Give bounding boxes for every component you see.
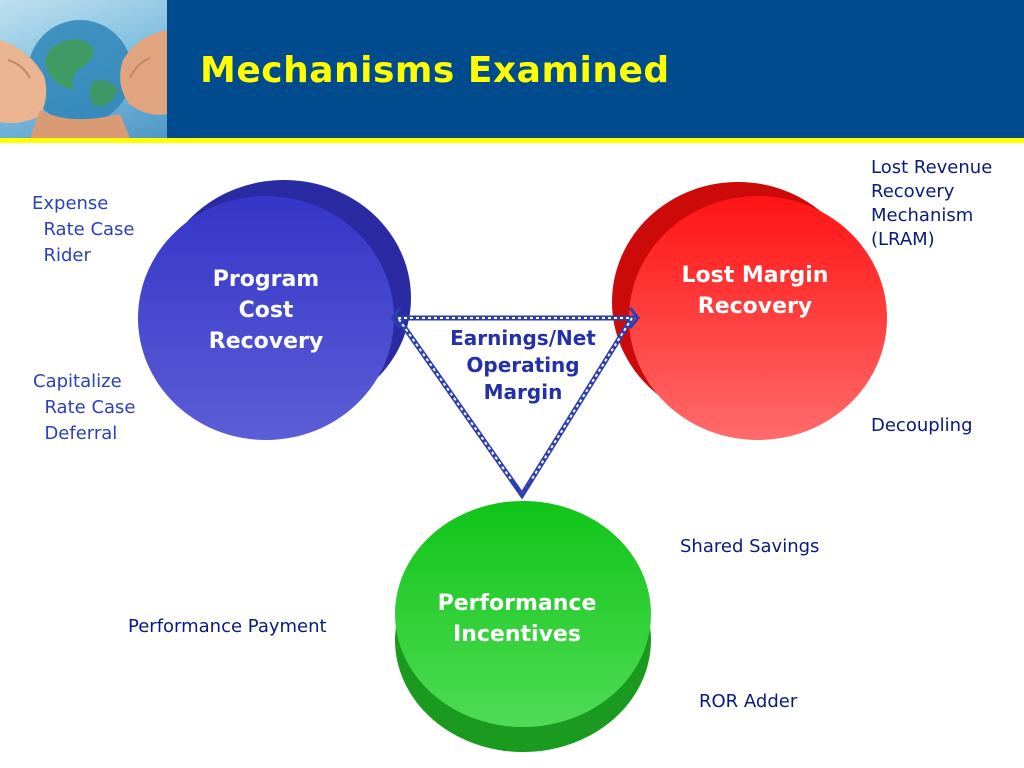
ror-adder-label: ROR Adder bbox=[699, 691, 798, 712]
program-cost-recovery-circle bbox=[138, 180, 411, 440]
lram-label: Lost Revenue Recovery Mechanism (LRAM) bbox=[871, 157, 993, 250]
expense-label: Expense Rate Case Rider bbox=[32, 193, 135, 266]
page-title: Mechanisms Examined bbox=[200, 50, 670, 91]
decoupling-label: Decoupling bbox=[871, 415, 973, 436]
program-cost-recovery-label: Program Cost Recovery bbox=[208, 267, 324, 354]
capitalize-label: Capitalize Rate Case Deferral bbox=[33, 371, 136, 444]
globe-hands-image bbox=[0, 0, 167, 138]
header-bar: Mechanisms Examined bbox=[0, 0, 1024, 138]
shared-savings-label: Shared Savings bbox=[680, 536, 820, 557]
performance-payment-label: Performance Payment bbox=[128, 616, 327, 637]
performance-incentives-label: Performance Incentives bbox=[437, 591, 597, 647]
accent-rule bbox=[0, 138, 1024, 143]
performance-incentives-circle bbox=[395, 501, 651, 752]
globe-icon bbox=[0, 20, 167, 138]
connector-triangle bbox=[390, 307, 640, 500]
lost-margin-recovery-label: Lost Margin Recovery bbox=[681, 263, 829, 319]
earnings-net-operating-margin-label: Earnings/Net Operating Margin bbox=[450, 326, 596, 404]
lost-margin-recovery-circle bbox=[612, 182, 887, 440]
